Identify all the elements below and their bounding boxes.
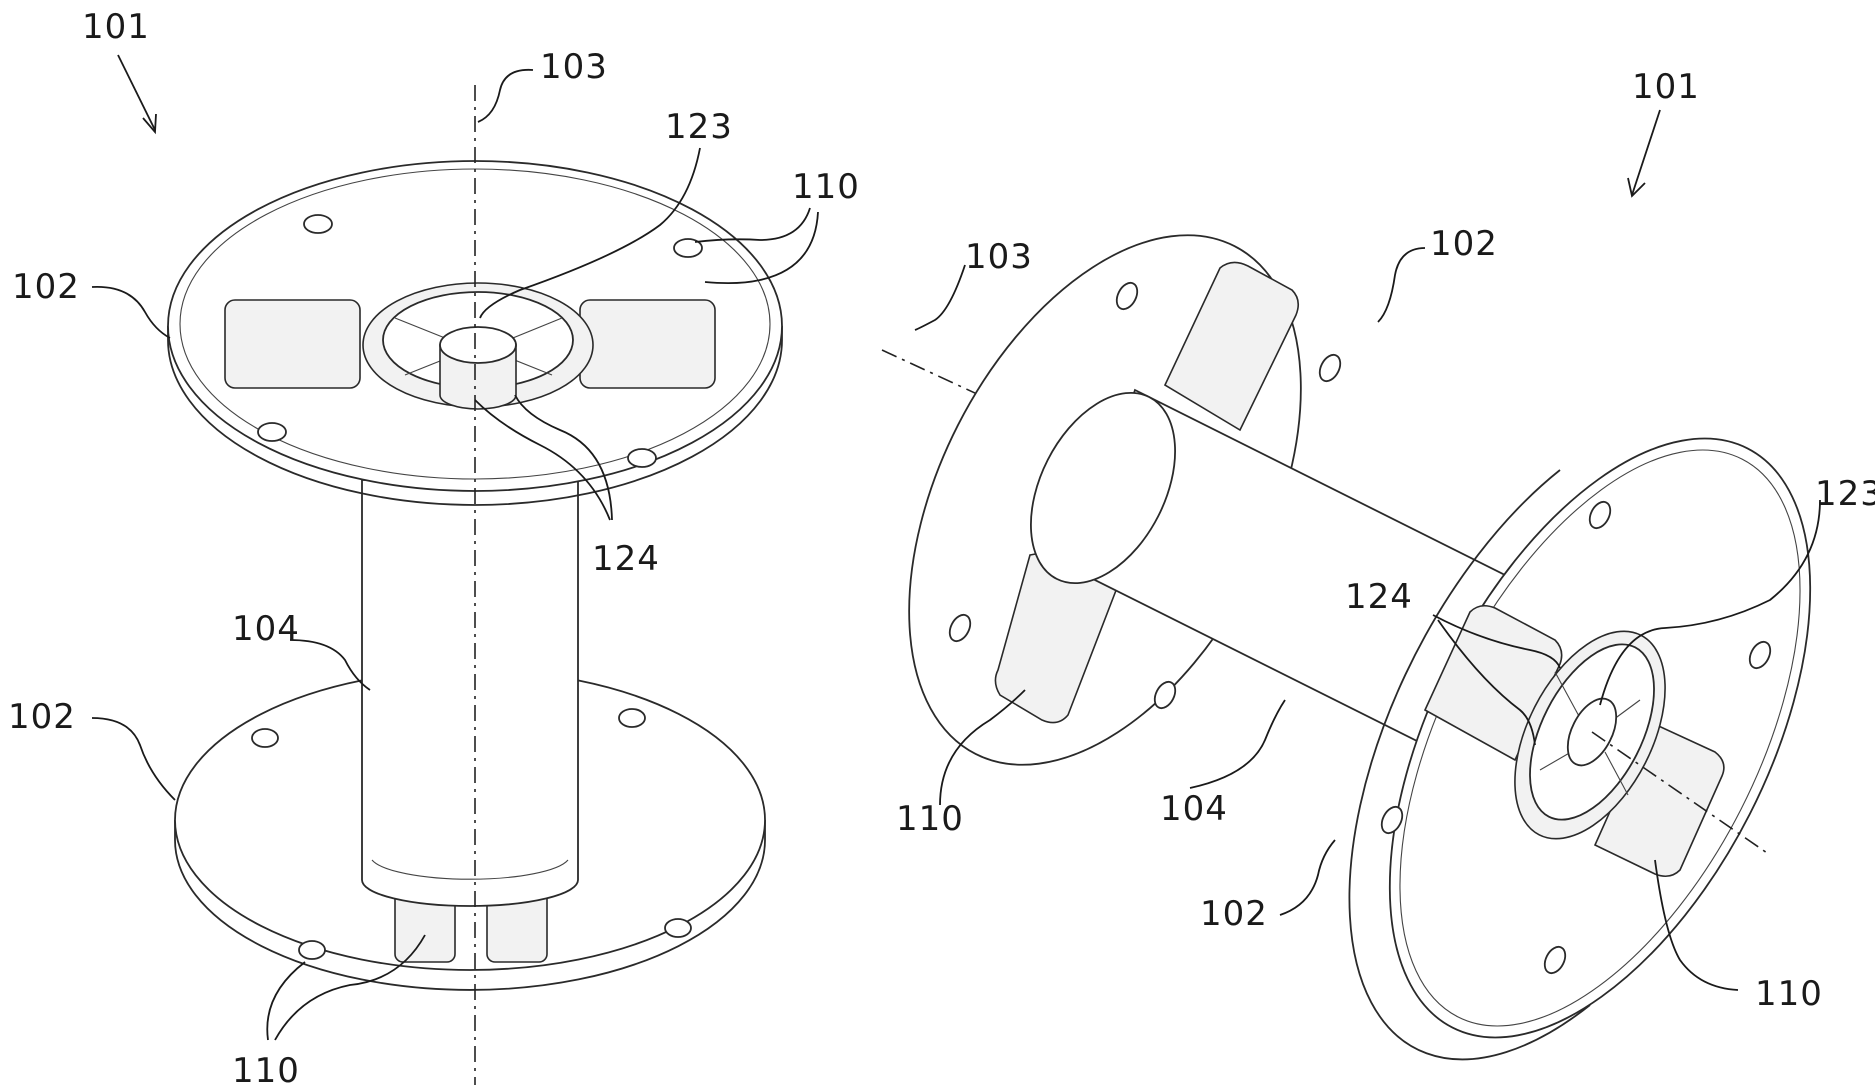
ref-102-top-right: 102 xyxy=(1430,224,1498,264)
left-core xyxy=(362,480,578,906)
left-spool-view xyxy=(168,85,782,1085)
ref-101-right: 101 xyxy=(1632,67,1700,107)
ref-102-bottom-left: 102 xyxy=(8,697,76,737)
ref-101-left: 101 xyxy=(82,7,150,47)
ref-123-right: 123 xyxy=(1815,474,1875,514)
right-axis-line-left xyxy=(882,350,990,400)
ref-104-left: 104 xyxy=(232,609,300,649)
ref-103-left: 103 xyxy=(540,47,608,87)
ref-110-bottom-left: 110 xyxy=(232,1051,300,1088)
ref-110-right-left: 110 xyxy=(896,799,964,839)
ref-110-right-right: 110 xyxy=(1755,974,1823,1014)
ref-124-left: 124 xyxy=(592,539,660,579)
ref-102-bottom-right: 102 xyxy=(1200,894,1268,934)
ref-102-top-left: 102 xyxy=(12,267,80,307)
ref-103-right: 103 xyxy=(965,237,1033,277)
ref-110-top-left: 110 xyxy=(792,167,860,207)
ref-123-left: 123 xyxy=(665,107,733,147)
ref-104-right: 104 xyxy=(1160,789,1228,829)
right-spool-view xyxy=(829,171,1875,1088)
ref-124-right: 124 xyxy=(1345,577,1413,617)
